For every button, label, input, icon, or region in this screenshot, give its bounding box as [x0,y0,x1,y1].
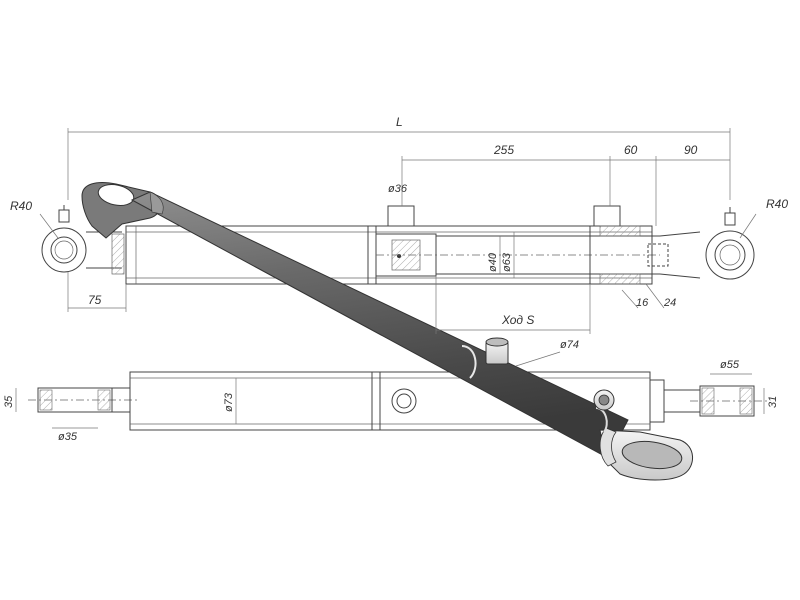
label-callout-16: 16 [636,297,649,309]
label-pin-dia-right: ø55 [720,359,740,371]
label-stroke: Ход S [501,313,534,327]
label-length-255: 255 [493,143,514,157]
right-eye-mount [647,207,755,280]
label-pin-dia-left: ø35 [58,431,78,443]
label-port-dia: ø36 [388,183,408,195]
label-rod-dia: ø40 [487,252,499,272]
label-bore-dia: ø63 [501,252,513,272]
dimension-lines [15,128,765,429]
cylinder-3d-render [81,182,693,481]
label-radius-left: R40 [10,199,32,213]
side-view [28,371,770,431]
label-length-60: 60 [624,143,638,157]
label-width-right: 31 [767,396,779,408]
label-overall-length: L [396,115,403,129]
label-barrel-dia: ø73 [223,392,235,412]
label-callout-24: 24 [663,297,676,309]
label-length-90: 90 [684,143,698,157]
label-tube-dia: ø74 [560,339,579,351]
label-length-75: 75 [88,293,102,307]
label-radius-right: R40 [766,197,788,211]
label-width-left: 35 [3,395,15,408]
